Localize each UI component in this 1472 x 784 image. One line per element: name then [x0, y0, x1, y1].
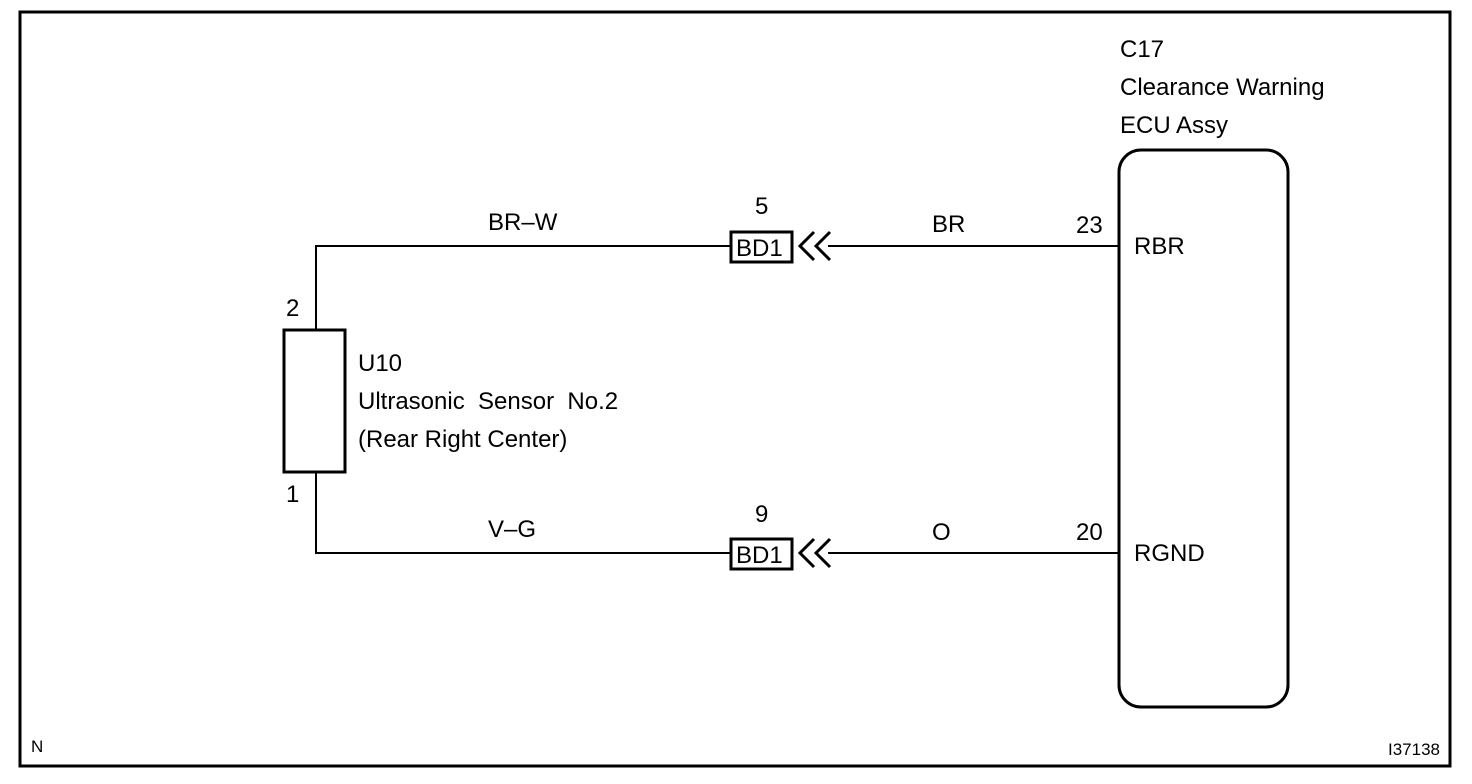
diagram-frame [18, 10, 1452, 768]
sensor-code: U10 [358, 350, 402, 377]
wire-bottom-sensor-color: V–G [488, 516, 536, 543]
sensor-name-line1: Ultrasonic Sensor No.2 [358, 388, 618, 415]
connector-bottom-pin: 9 [755, 501, 768, 528]
ecu-box [1117, 148, 1290, 709]
figure-id: I37138 [1388, 740, 1440, 759]
connector-top-box [729, 230, 794, 264]
wire-top-sensor-color: BR–W [488, 209, 558, 236]
connector-top-label: BD1 [736, 235, 783, 262]
ecu-name-line1: Clearance Warning [1120, 74, 1325, 101]
sensor-pin-number-1: 1 [286, 481, 299, 508]
ecu-pin-label-rbr: RBR [1134, 233, 1185, 260]
wire-top-sensor-side [315, 245, 730, 330]
ecu-name-line2: ECU Assy [1120, 112, 1228, 139]
sensor-pin-number-2: 2 [286, 295, 299, 322]
sensor-box [282, 328, 347, 474]
ecu-pin-label-rgnd: RGND [1134, 540, 1205, 567]
ecu-code: C17 [1120, 36, 1164, 63]
connector-bottom-label: BD1 [736, 542, 783, 569]
wire-bottom-ecu-color: O [932, 519, 951, 546]
connector-bottom-chevron-icon [797, 537, 832, 569]
connector-top-chevron-icon [797, 230, 832, 262]
connector-top-pin: 5 [755, 193, 768, 220]
sensor-name-line2: (Rear Right Center) [358, 426, 567, 453]
connector-bottom-box [729, 537, 794, 571]
wire-bottom-sensor-side [315, 472, 730, 554]
wire-top-ecu-color: BR [932, 211, 965, 238]
ecu-pin-number-23: 23 [1076, 212, 1103, 239]
ecu-pin-number-20: 20 [1076, 519, 1103, 546]
footer-left-code: N [31, 737, 43, 756]
